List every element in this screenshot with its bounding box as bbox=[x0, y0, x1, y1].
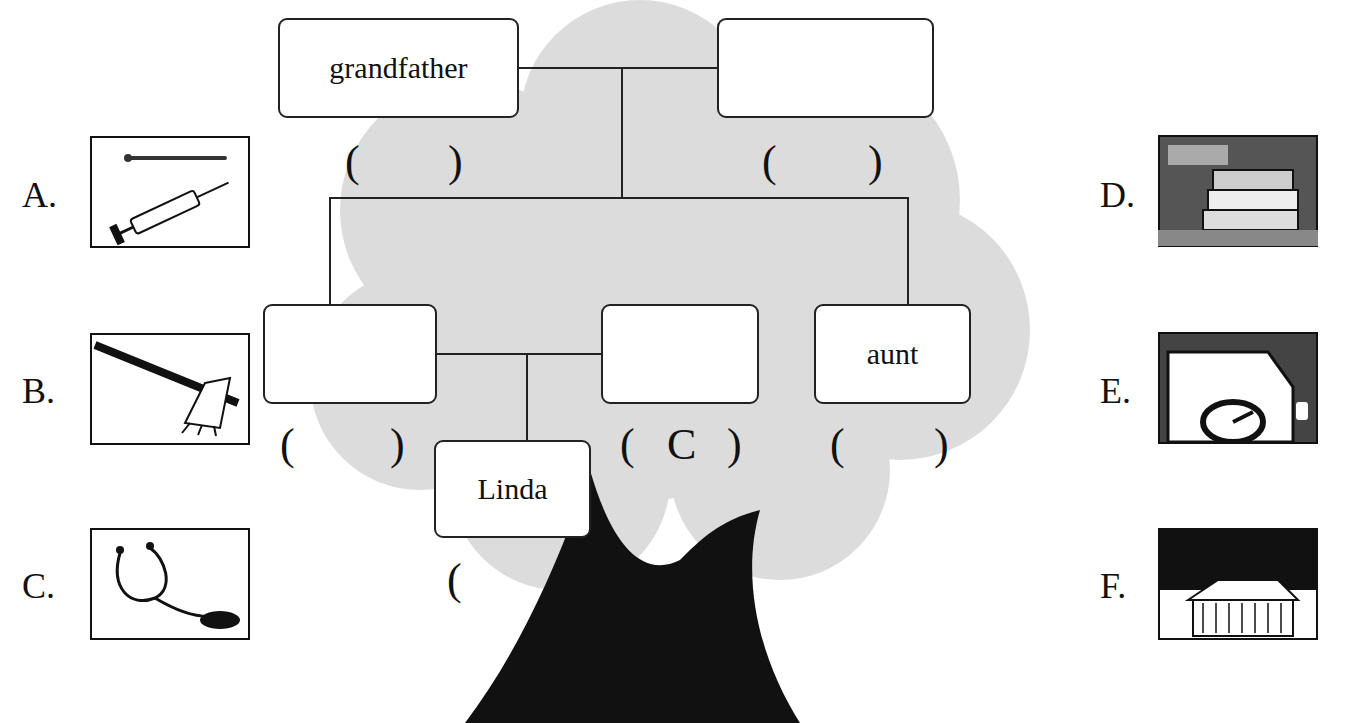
option-letter: D. bbox=[1100, 177, 1135, 213]
answer-bracket: ) bbox=[556, 558, 571, 602]
answer-bracket: ( bbox=[345, 140, 360, 184]
answer-bracket: ( bbox=[762, 140, 777, 184]
stethoscope-picture bbox=[90, 528, 250, 640]
option-letter: F. bbox=[1100, 568, 1126, 604]
answer-bracket: C bbox=[667, 423, 696, 467]
books-picture bbox=[1158, 135, 1318, 247]
answer-bracket: ( bbox=[447, 558, 462, 602]
answer-bracket: ( bbox=[620, 423, 635, 467]
person-name: Linda bbox=[478, 472, 548, 506]
option-letter: E. bbox=[1100, 373, 1131, 409]
answer-bracket: ) bbox=[868, 140, 883, 184]
person-name: grandfather bbox=[329, 51, 467, 85]
option-letter: A. bbox=[22, 177, 57, 213]
option-letter: C. bbox=[22, 568, 55, 604]
answer-bracket: ) bbox=[934, 423, 949, 467]
person-box bbox=[601, 304, 759, 404]
person-box bbox=[263, 304, 437, 404]
broom-picture bbox=[90, 333, 250, 445]
person-name: aunt bbox=[867, 337, 919, 371]
car-picture bbox=[1158, 332, 1318, 444]
answer-bracket: ) bbox=[448, 140, 463, 184]
person-box: grandfather bbox=[278, 18, 519, 118]
thermometer-syringe-picture bbox=[90, 136, 250, 248]
family-line bbox=[437, 354, 527, 440]
family-line bbox=[527, 354, 601, 440]
option-letter: B. bbox=[22, 373, 55, 409]
person-box bbox=[717, 18, 934, 118]
person-box: aunt bbox=[814, 304, 971, 404]
person-box: Linda bbox=[434, 440, 591, 538]
building-picture bbox=[1158, 528, 1318, 640]
answer-bracket: ( bbox=[830, 423, 845, 467]
answer-bracket: ) bbox=[390, 423, 405, 467]
answer-bracket: ) bbox=[727, 423, 742, 467]
answer-bracket: ( bbox=[280, 423, 295, 467]
